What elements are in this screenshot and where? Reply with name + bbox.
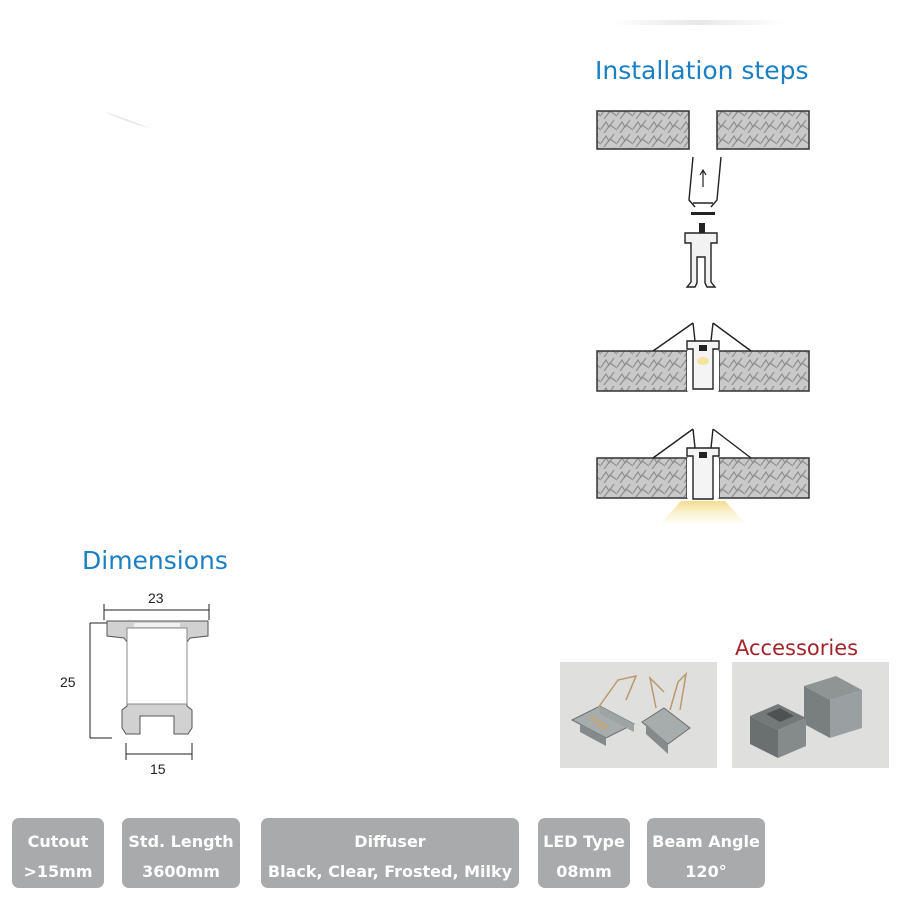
end-cap-photo (732, 662, 889, 768)
spec-label: LED Type (543, 832, 625, 851)
dimensions-diagram (89, 604, 210, 760)
spec-badge-std-length: Std. Length 3600mm (122, 818, 240, 888)
spec-value: 08mm (556, 862, 612, 881)
spec-value: 120° (685, 862, 727, 881)
spring-clip-photo (560, 662, 717, 768)
spec-label: Std. Length (128, 832, 234, 851)
spec-value: >15mm (23, 862, 93, 881)
spec-badge-diffuser: Diffuser Black, Clear, Frosted, Milky (261, 818, 519, 888)
step-2-diagram (596, 322, 810, 392)
installation-steps-diagram (596, 110, 810, 523)
spec-badge-led-type: LED Type 08mm (538, 818, 630, 888)
step-3-diagram (596, 428, 810, 523)
faint-top-artifact (610, 20, 785, 25)
spec-badge-cutout: Cutout >15mm (12, 818, 104, 888)
installation-steps-title: Installation steps (595, 56, 809, 85)
faint-smudge (103, 111, 150, 128)
accessories-title: Accessories (735, 636, 859, 660)
spec-value: Black, Clear, Frosted, Milky (267, 862, 513, 881)
spec-label: Beam Angle (652, 832, 760, 851)
spec-badge-beam-angle: Beam Angle 120° (647, 818, 765, 888)
spec-label: Cutout (27, 832, 89, 851)
step-1-diagram (596, 110, 810, 288)
spec-value: 3600mm (142, 862, 220, 881)
dimension-height: 25 (60, 674, 76, 690)
spec-label: Diffuser (354, 832, 426, 851)
dimension-width-top: 23 (148, 590, 164, 606)
dimension-width-bottom: 15 (150, 761, 166, 777)
dimensions-title: Dimensions (82, 546, 228, 575)
